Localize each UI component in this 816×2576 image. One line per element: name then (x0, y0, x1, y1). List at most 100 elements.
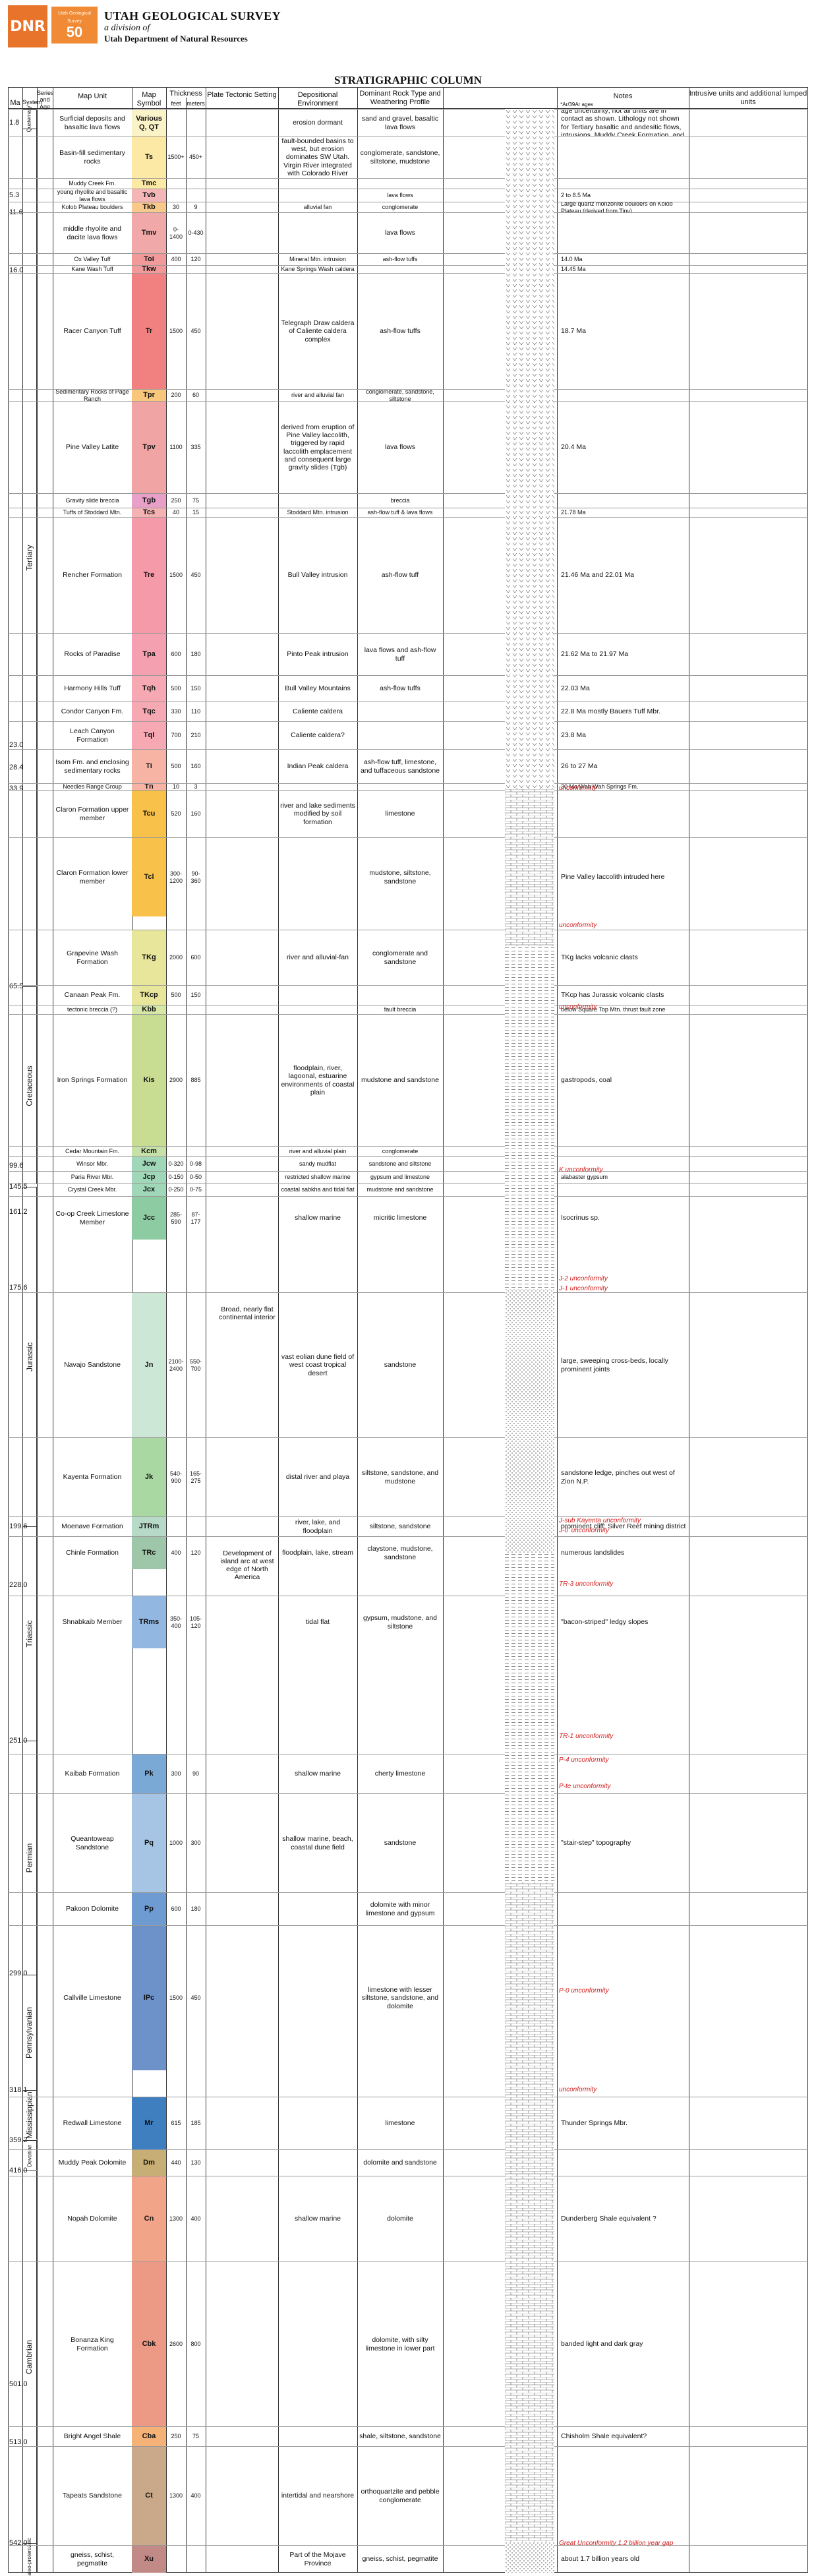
unit-name: Bonanza King Formation (71, 2336, 114, 2352)
thickness-feet (166, 266, 186, 273)
org-name: UTAH GEOLOGICAL SURVEY (104, 9, 281, 22)
system-cell: Devonian (22, 2140, 37, 2170)
col-depositional: Depositional Environment (297, 91, 338, 107)
depositional-env: Caliente caldera? (291, 731, 345, 740)
depositional-env: sandy mudflat (299, 1160, 337, 1168)
rock-type: orthoquartzite and pebble conglomerate (361, 2488, 440, 2504)
age-label: 251.0 (9, 1737, 28, 1745)
system-cell: Tertiary (22, 129, 37, 986)
unit-name: Nopah Dolomite (67, 2215, 117, 2223)
unit-symbol: Pq (132, 1794, 166, 1892)
rock-type: ash-flow tuffs (380, 684, 421, 693)
unconformity-label: P-4 unconformity (559, 1756, 609, 1764)
badge-big: 50 years (55, 23, 94, 55)
thickness-feet: 1100 (169, 444, 183, 451)
thickness-meters: 110 (190, 708, 201, 715)
unit-note: Thunder Springs Mbr. (561, 2119, 627, 2128)
unit-name: Shnabkaib Member (62, 1618, 123, 1627)
thickness-meters: 450 (190, 328, 201, 335)
thickness-meters: 75 (192, 497, 199, 504)
unit-name: Basin-fill sedimentary rocks (59, 149, 125, 165)
rock-type: mudstone, siltstone, sandstone (369, 869, 431, 885)
unit-name: Muddy Creek Fm. (69, 180, 116, 187)
unit-name: Gravity slide breccia (65, 497, 119, 504)
unit-name: Canaan Peak Fm. (64, 991, 121, 1000)
rock-type: ash-flow tuffs (380, 327, 421, 336)
system-cell: Pennsylvanian (22, 1975, 37, 2090)
unconformity-label: Great Unconformity 1.2 billion year gap (559, 2540, 674, 2547)
unit-symbol: Tre (132, 518, 166, 633)
depositional-env: tidal flat (305, 1618, 330, 1627)
rock-type: lava flows and ash-flow tuff (364, 646, 436, 663)
badge-years: 1949–2009 (59, 53, 90, 61)
unit-name: Rocks of Paradise (64, 650, 121, 659)
unit-name: Winsor Mbr. (76, 1160, 108, 1168)
unit-note: Dunderberg Shale equivalent ? (561, 2215, 656, 2223)
depositional-env (278, 838, 357, 916)
unit-symbol: Kbb (132, 1005, 166, 1014)
rock-type: shale, siltstone, sandstone (359, 2432, 441, 2441)
unit-note: 21.62 Ma to 21.97 Ma (561, 650, 629, 659)
unit-note (559, 1147, 691, 1156)
depositional-env (278, 2262, 357, 2426)
depositional-env (278, 2427, 357, 2446)
unit-note (559, 494, 691, 508)
unit-symbol: Tcs (132, 508, 166, 517)
plate-note: Broad, nearly flat continental interior (219, 1305, 276, 1321)
divider (357, 87, 358, 2573)
age-label: 33.9 (9, 785, 24, 793)
rock-type: mudstone and sandstone (366, 1186, 434, 1193)
depositional-env: Indian Peak caldera (287, 762, 349, 771)
unit-symbol: Tql (132, 722, 166, 749)
thickness-meters: 450 (190, 572, 201, 579)
thickness-feet: 2600 (169, 2341, 183, 2348)
unit-note: below Square Top Mtn. thrust fault zone (561, 1006, 666, 1013)
unconformity-label: unconformity (559, 785, 597, 792)
depositional-env: shallow marine (294, 2215, 341, 2223)
thickness-feet: 520 (171, 810, 181, 818)
unit-symbol: Various Q, QT (132, 110, 166, 136)
thickness-feet: 1500 (169, 328, 183, 335)
divider (22, 87, 23, 2573)
thickness-meters (186, 1005, 206, 1014)
thickness-feet: 2900 (169, 1077, 183, 1084)
unit-symbol: Tpa (132, 634, 166, 675)
unit-name: Harmony Hills Tuff (64, 684, 121, 693)
unit-symbol: Tpv (132, 402, 166, 493)
unit-name: Isom Fm. and enclosing sedimentary rocks (55, 758, 129, 775)
depositional-env: Mineral Mtn. intrusion (289, 256, 347, 263)
thickness-feet (166, 110, 186, 136)
unconformity-label: J-1 unconformity (559, 1285, 608, 1292)
unit-note: about 1.7 billion years old (561, 2555, 640, 2563)
depositional-env: Telegraph Draw caldera of Caliente calde… (281, 319, 355, 344)
unit-note (559, 1893, 691, 1925)
rock-type: conglomerate and sandstone (372, 949, 428, 966)
thickness-feet: 30 (172, 204, 179, 211)
thickness-meters: 180 (190, 651, 201, 658)
col-map-symbol: Map Symbol (136, 91, 161, 107)
depositional-env: Bull Valley intrusion (287, 571, 348, 580)
table-row: Isom Fm. and enclosing sedimentary rocks… (8, 749, 808, 783)
thickness-feet: 600 (171, 651, 181, 658)
rock-type: dolomite (387, 2215, 413, 2223)
system-cell: Cambrian (22, 2171, 37, 2543)
age-label: 359.2 (9, 2136, 28, 2144)
age-label: 299.0 (9, 1969, 28, 1977)
unit-symbol: Tmc (132, 179, 166, 189)
rock-type: conglomerate (382, 1148, 419, 1155)
thickness-feet: 600 (171, 1905, 181, 1913)
unit-name: Queantoweap Sandstone (71, 1835, 114, 1851)
depositional-env (278, 213, 357, 253)
unconformity-label: J-sub Kayenta unconformity (559, 1517, 641, 1524)
